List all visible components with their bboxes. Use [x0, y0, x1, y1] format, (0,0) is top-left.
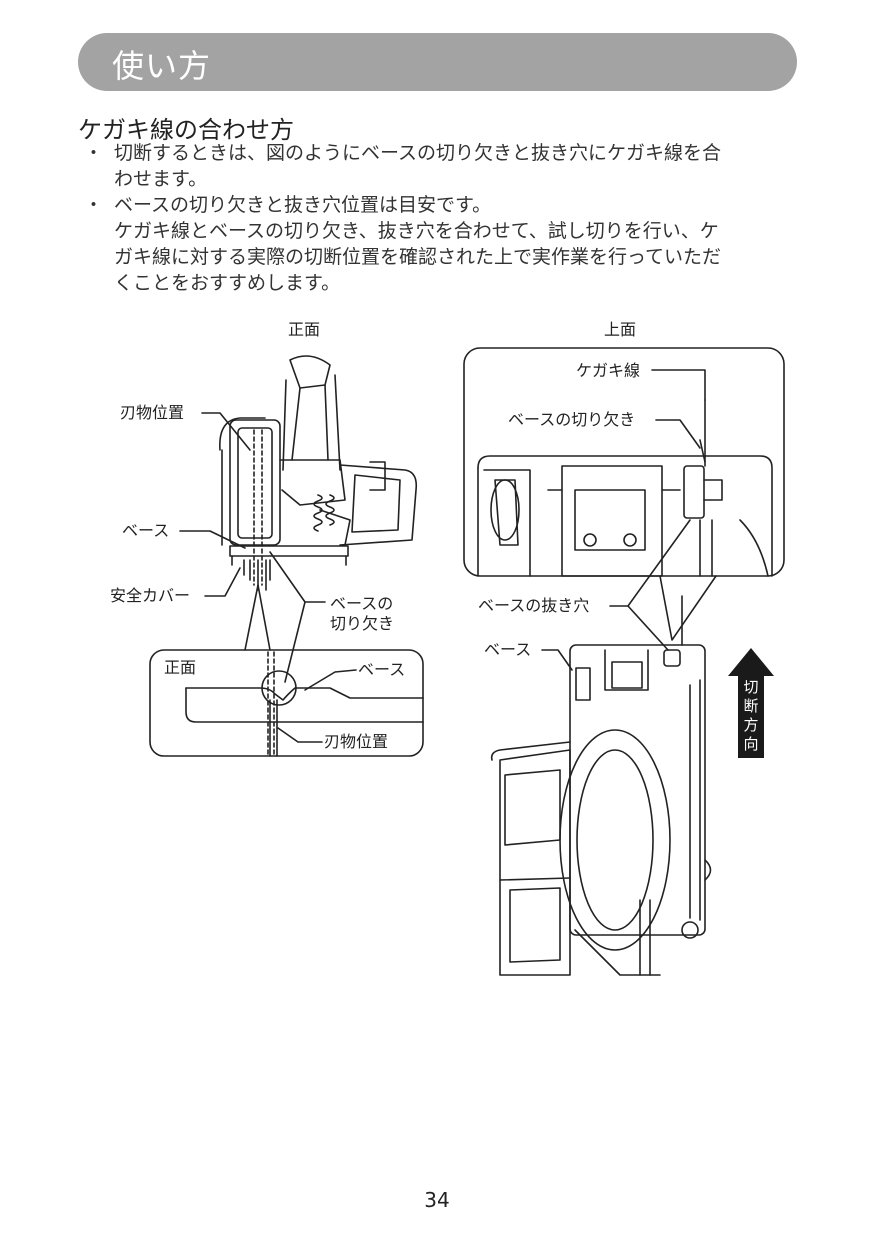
callout-blade-position: 刃物位置	[120, 403, 185, 422]
callout-scribe-line: ケガキ線	[576, 361, 641, 380]
bullet-marker: ・	[84, 194, 104, 216]
detail-base-label: ベース	[358, 660, 406, 679]
callout-safety-cover: 安全カバー	[110, 586, 191, 605]
detail-front-label: 正面	[164, 658, 197, 677]
callout-base-hole: ベースの抜き穴	[478, 596, 590, 615]
bullet-item: ・ 切断するときは、図のようにベースの切り欠きと抜き穴にケガキ線を合 わせます。	[84, 140, 804, 192]
callout-top-base-notch: ベースの切り欠き	[508, 410, 636, 429]
arrow-up-icon	[728, 648, 774, 676]
top-view-label: 上面	[604, 320, 637, 339]
cutting-direction-label: 切 断 方 向	[743, 678, 759, 753]
callout-base-notch: ベースの 切り欠き	[330, 594, 395, 633]
section-title: ケガキ線の合わせ方	[78, 116, 294, 144]
bullet-line: ベースの切り欠きと抜き穴位置は目安です。	[114, 194, 492, 216]
page-title: 使い方	[112, 47, 212, 85]
bullet-list: ・ 切断するときは、図のようにベースの切り欠きと抜き穴にケガキ線を合 わせます。…	[84, 140, 804, 296]
bullet-line: ケガキ線とベースの切り欠き、抜き穴を合わせて、試し切りを行い、ケ	[114, 220, 719, 242]
front-saw-drawing	[219, 355, 418, 591]
callout-top-base: ベース	[484, 640, 532, 659]
callout-base: ベース	[122, 521, 170, 540]
bullet-line: わせます。	[114, 168, 208, 190]
bullet-line: 切断するときは、図のようにベースの切り欠きと抜き穴にケガキ線を合	[114, 142, 722, 164]
header-bar: 使い方	[78, 33, 797, 91]
bullet-line: ガキ線に対する実際の切断位置を確認された上で実作業を行っていただ	[114, 246, 722, 268]
bullet-line: くことをおすすめします。	[114, 272, 341, 294]
top-view-drawing	[463, 347, 785, 976]
front-view-label: 正面	[288, 320, 321, 339]
bullet-item: ・ ベースの切り欠きと抜き穴位置は目安です。 ケガキ線とベースの切り欠き、抜き穴…	[84, 192, 804, 296]
detail-blade-position-label: 刃物位置	[324, 732, 389, 751]
cutting-direction-box: 切 断 方 向	[738, 674, 764, 758]
page-number: 34	[424, 1188, 450, 1212]
bullet-marker: ・	[84, 142, 104, 164]
